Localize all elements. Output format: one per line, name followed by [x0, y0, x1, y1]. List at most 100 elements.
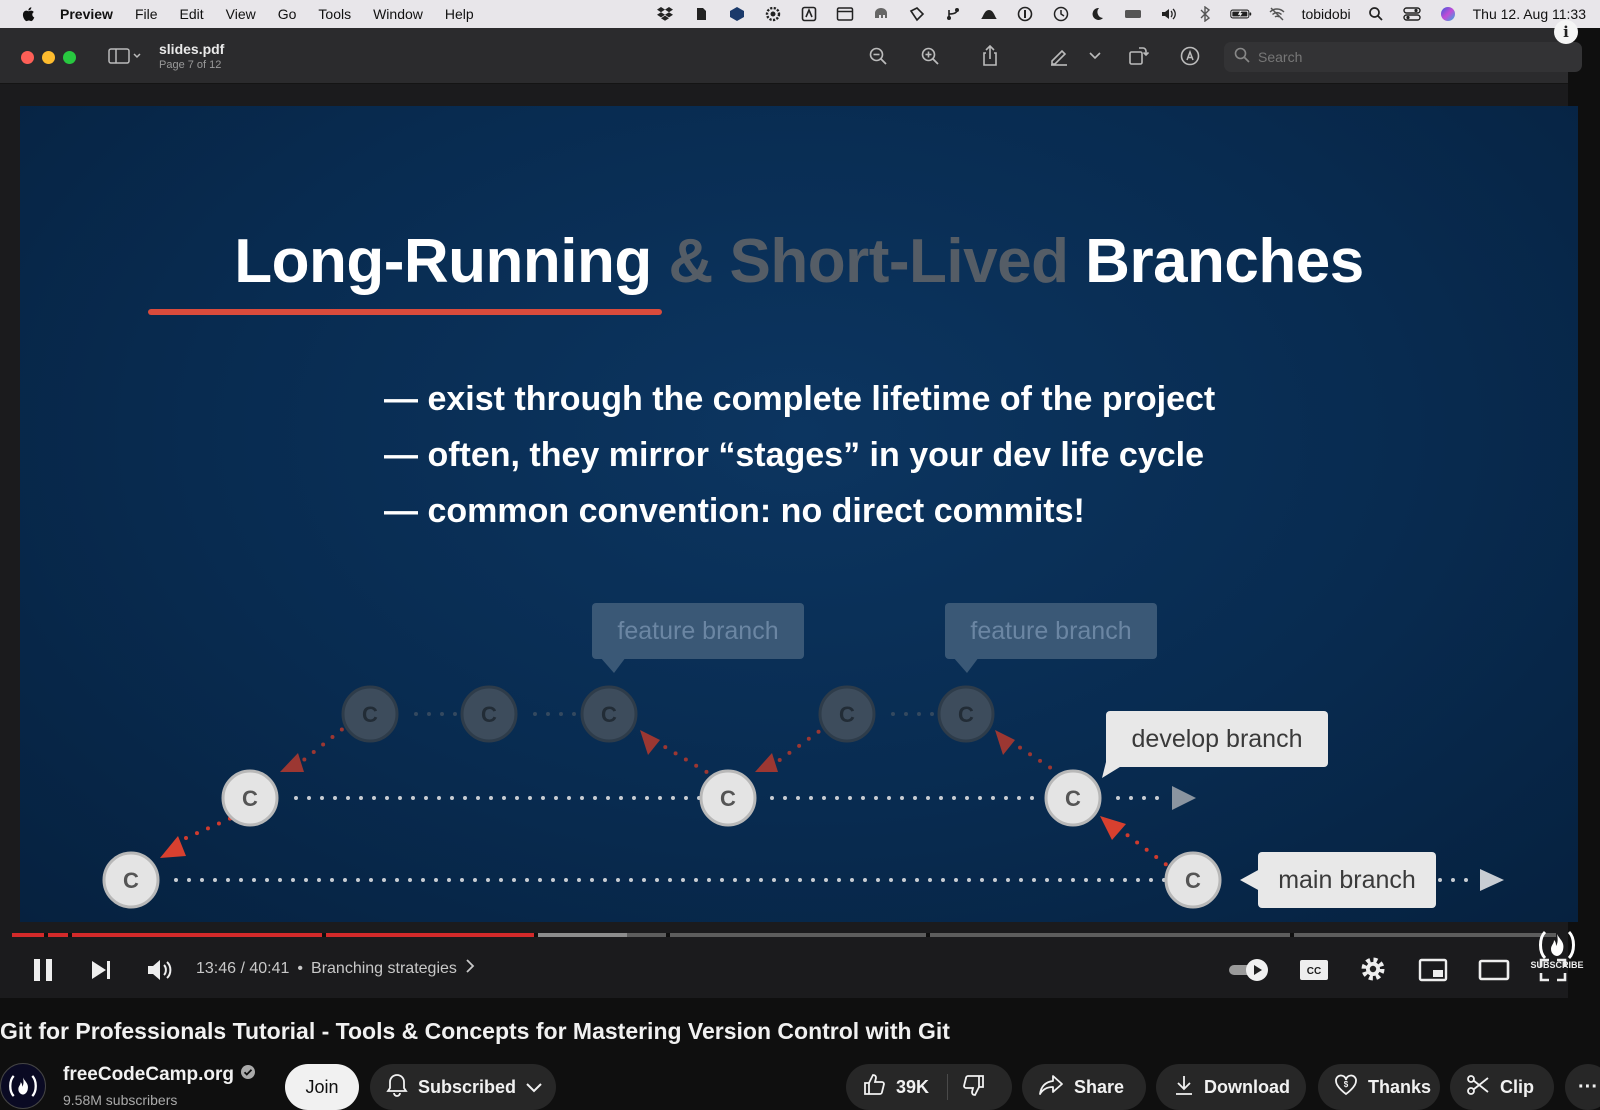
- evernote-icon[interactable]: [690, 5, 712, 23]
- search-field[interactable]: [1224, 42, 1582, 72]
- window-icon[interactable]: [834, 5, 856, 23]
- thanks-button[interactable]: $ Thanks: [1318, 1064, 1440, 1110]
- zoom-out-icon[interactable]: [866, 44, 890, 68]
- channel-avatar[interactable]: [0, 1063, 46, 1109]
- merge-arrows-faded: [280, 730, 1015, 772]
- tag-icon[interactable]: [906, 5, 928, 23]
- git-branch-icon[interactable]: [942, 5, 964, 23]
- control-center-icon[interactable]: [1401, 5, 1423, 23]
- menu-edit[interactable]: Edit: [179, 6, 204, 22]
- menu-preview[interactable]: Preview: [60, 6, 113, 22]
- bullet-item: — often, they mirror “stages” in your de…: [384, 436, 1205, 474]
- zoom-window-button[interactable]: [63, 51, 76, 64]
- commit-letter: C: [720, 786, 736, 811]
- main-branch-label: main branch: [1258, 852, 1436, 908]
- settings-button[interactable]: [1357, 953, 1389, 985]
- channel-name[interactable]: freeCodeCamp.org: [63, 1064, 235, 1085]
- channel-watermark[interactable]: SUBSCRIBE: [1531, 928, 1584, 972]
- develop-branch-label-pointer: [1102, 762, 1128, 778]
- bluetooth-icon[interactable]: [1194, 5, 1216, 23]
- menu-help[interactable]: Help: [444, 6, 474, 22]
- hat-icon[interactable]: [978, 5, 1000, 23]
- video-title: Git for Professionals Tutorial - Tools &…: [0, 1018, 950, 1044]
- develop-line-arrowhead: [1172, 786, 1196, 810]
- sidebar-toggle-icon[interactable]: [106, 44, 146, 68]
- drafts-icon[interactable]: [798, 5, 820, 23]
- captions-button[interactable]: CC: [1297, 955, 1331, 985]
- video-frame-slide[interactable]: Long-Running & Short-Lived Branches — ex…: [20, 106, 1578, 922]
- elephant-icon[interactable]: [870, 5, 892, 23]
- download-button[interactable]: Download: [1156, 1064, 1306, 1110]
- like-dislike-group: 39K: [846, 1064, 1012, 1110]
- theater-mode-button[interactable]: [1476, 955, 1512, 985]
- super-thanks-heart-icon: $: [1334, 1074, 1358, 1101]
- close-window-button[interactable]: [21, 51, 34, 64]
- commit-letter: C: [362, 702, 378, 727]
- wifi-off-icon[interactable]: [1266, 5, 1288, 23]
- menu-file[interactable]: File: [134, 6, 158, 22]
- miniplayer-button[interactable]: [1416, 955, 1450, 985]
- volume-icon[interactable]: [1158, 5, 1180, 23]
- merge-connectors-faded: [293, 725, 1062, 776]
- dislike-button[interactable]: [948, 1073, 986, 1102]
- moon-icon[interactable]: [1086, 5, 1108, 23]
- time-machine-icon[interactable]: [1050, 5, 1072, 23]
- keyboard-icon[interactable]: [1122, 5, 1144, 23]
- page-indicator: Page 7 of 12: [159, 59, 222, 71]
- zoom-in-icon[interactable]: [918, 44, 942, 68]
- download-icon: [1174, 1074, 1194, 1101]
- video-progress-bar[interactable]: [12, 933, 1556, 937]
- minimize-window-button[interactable]: [42, 51, 55, 64]
- markup-dropdown-chevron-icon[interactable]: [1087, 44, 1103, 68]
- search-input[interactable]: [1258, 49, 1558, 65]
- menubar-username[interactable]: tobidobi: [1301, 6, 1351, 22]
- verified-check-icon: [240, 1064, 256, 1086]
- next-video-button[interactable]: [86, 955, 116, 985]
- fullscreen-button[interactable]: [1536, 955, 1570, 985]
- chapter-title[interactable]: Branching strategies: [311, 959, 457, 977]
- commit-letter: C: [481, 702, 497, 727]
- pause-icon: [34, 959, 52, 981]
- share-button[interactable]: Share: [1022, 1064, 1146, 1110]
- menu-go[interactable]: Go: [277, 6, 297, 22]
- menu-view[interactable]: View: [225, 6, 256, 22]
- like-button[interactable]: 39K: [862, 1073, 949, 1100]
- autoplay-toggle[interactable]: [1226, 956, 1272, 984]
- volume-button[interactable]: [144, 955, 176, 985]
- commit-node: C: [102, 851, 160, 909]
- commit-letter: C: [839, 702, 855, 727]
- app-shield-icon[interactable]: [726, 5, 748, 23]
- chapter-marker: [926, 933, 930, 937]
- rotate-icon[interactable]: [1126, 44, 1150, 68]
- subscriber-count: 9.58M subscribers: [63, 1092, 178, 1108]
- siri-icon[interactable]: [1437, 5, 1459, 23]
- battery-icon[interactable]: [1229, 5, 1252, 23]
- info-icon[interactable]: i: [1554, 20, 1578, 44]
- menu-window[interactable]: Window: [373, 6, 423, 22]
- video-time-chapter[interactable]: 13:46 / 40:41 • Branching strategies: [196, 959, 475, 978]
- subscribed-button[interactable]: Subscribed: [370, 1064, 556, 1110]
- pause-button[interactable]: [28, 955, 58, 985]
- menubar-clock[interactable]: Thu 12. Aug 11:33: [1472, 6, 1586, 22]
- search-icon: [1234, 47, 1250, 68]
- bell-icon: [386, 1073, 408, 1102]
- menu-tools[interactable]: Tools: [318, 6, 352, 22]
- title-long-running: Long-Running: [234, 227, 652, 296]
- more-actions-button[interactable]: ···: [1565, 1064, 1600, 1110]
- commit-node: C: [699, 769, 757, 827]
- channel-name-row[interactable]: freeCodeCamp.org: [63, 1064, 256, 1086]
- gear-badge-icon[interactable]: [762, 5, 784, 23]
- onepassword-icon[interactable]: [1014, 5, 1036, 23]
- preview-toolbar: slides.pdf Page 7 of 12: [0, 28, 1582, 84]
- macos-menubar: Preview File Edit View Go Tools Window H…: [0, 0, 1600, 28]
- title-underline: [148, 309, 662, 315]
- freecodecamp-logo-icon: [9, 1075, 37, 1097]
- apple-icon[interactable]: [20, 5, 38, 23]
- markup-pen-icon[interactable]: [1047, 44, 1071, 68]
- annotate-circle-icon[interactable]: [1178, 44, 1202, 68]
- clip-button[interactable]: Clip: [1450, 1064, 1554, 1110]
- dropbox-icon[interactable]: [654, 5, 676, 23]
- join-button[interactable]: Join: [285, 1064, 359, 1110]
- share-icon[interactable]: [978, 44, 1002, 68]
- spotlight-search-icon[interactable]: [1365, 5, 1387, 23]
